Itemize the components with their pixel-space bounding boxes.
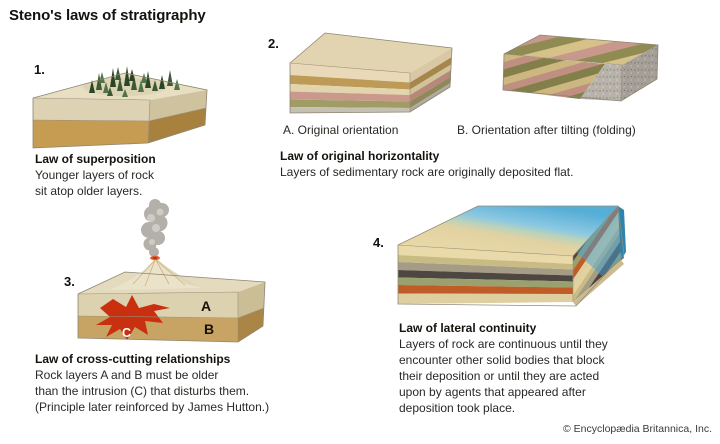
block1-outline (32, 72, 208, 149)
block2b-side-granite (621, 45, 658, 101)
younger-layer (33, 98, 150, 121)
panel-1-line: Younger layers of rock (35, 168, 154, 182)
panel-4-line: upon by agents that appeared after (399, 385, 586, 399)
panel-4-line: deposition took place. (399, 401, 516, 415)
panel-2-line: Layers of sedimentary rock are originall… (280, 165, 574, 179)
panel-4-line: their deposition or until they are acted (399, 369, 600, 383)
panel-1-heading: Law of superposition (35, 152, 156, 166)
block3-side-upper (238, 282, 265, 318)
layer-a-label: A (201, 298, 211, 314)
panel-3-heading: Law of cross-cutting relationships (35, 352, 231, 366)
smoke-plume-icon (141, 199, 169, 257)
panel-1-number: 1. (34, 62, 45, 77)
block2a-side-layers (410, 48, 452, 112)
block2a-top-face (290, 33, 452, 73)
panel-4-caption: Law of lateral continuity Layers of rock… (399, 320, 608, 416)
panel-3-line: (Principle later reinforced by James Hut… (35, 400, 270, 414)
figure-title: Steno's laws of stratigraphy (9, 7, 206, 24)
panel-1-line: sit atop older layers. (35, 184, 143, 198)
block4-front-layers (398, 245, 573, 304)
block1-side-lower (148, 108, 206, 143)
block1-side-upper (149, 90, 207, 121)
block2a-edges (289, 62, 411, 112)
orientation-label-b: B. Orientation after tilting (folding) (457, 123, 636, 137)
intrusion-c-label: C (122, 326, 131, 340)
lateral-continuity-block-illustration (397, 205, 626, 307)
panel-2-heading: Law of original horizontality (280, 149, 440, 163)
block4-bottom-ledge (573, 260, 624, 306)
block2b-front-granite (580, 64, 622, 101)
panel-4-number: 4. (373, 235, 384, 250)
panel-2-number: 2. (268, 36, 279, 51)
superposition-block-illustration (32, 66, 208, 149)
block2b-front-tilted-strata (503, 54, 605, 99)
crosscutting-block-illustration: A B C (77, 199, 266, 343)
block3-side-lower (238, 308, 264, 342)
layer-b-label: B (204, 321, 214, 337)
orientation-label-a: A. Original orientation (283, 123, 399, 137)
panel-3-number: 3. (64, 274, 75, 289)
block2a-outline (289, 32, 453, 114)
panel-3-caption: Law of cross-cutting relationships Rock … (35, 351, 269, 415)
trees-icon (89, 66, 180, 97)
block2a-front-layers (290, 63, 410, 113)
block1-edges (32, 97, 207, 144)
panel-3-line: than the intrusion (C) that disturbs the… (35, 384, 250, 398)
panel-2-caption: Law of original horizontality Layers of … (280, 148, 573, 180)
block2b-edges (503, 53, 623, 102)
panel-4-line: Layers of rock are continuous until they (399, 337, 608, 351)
block3-outline (77, 271, 266, 343)
magma-intrusion-icon (96, 295, 170, 340)
panel-1-caption: Law of superposition Younger layers of r… (35, 151, 156, 199)
panel-4-heading: Law of lateral continuity (399, 321, 537, 335)
panel-4-line: encounter other solid bodies that block (399, 353, 605, 367)
older-layer (33, 120, 149, 148)
attribution-line: © Encyclopædia Britannica, Inc. (563, 423, 712, 435)
block4-outline (397, 205, 625, 307)
water-overlay (576, 206, 624, 276)
tilted-layers-block-illustration (502, 34, 659, 102)
block3-edges (77, 291, 265, 342)
panel-3-line: Rock layers A and B must be older (35, 368, 219, 382)
horizontal-layers-block-illustration (289, 32, 453, 114)
block4-edges (397, 205, 619, 302)
block2b-outline (502, 34, 659, 102)
